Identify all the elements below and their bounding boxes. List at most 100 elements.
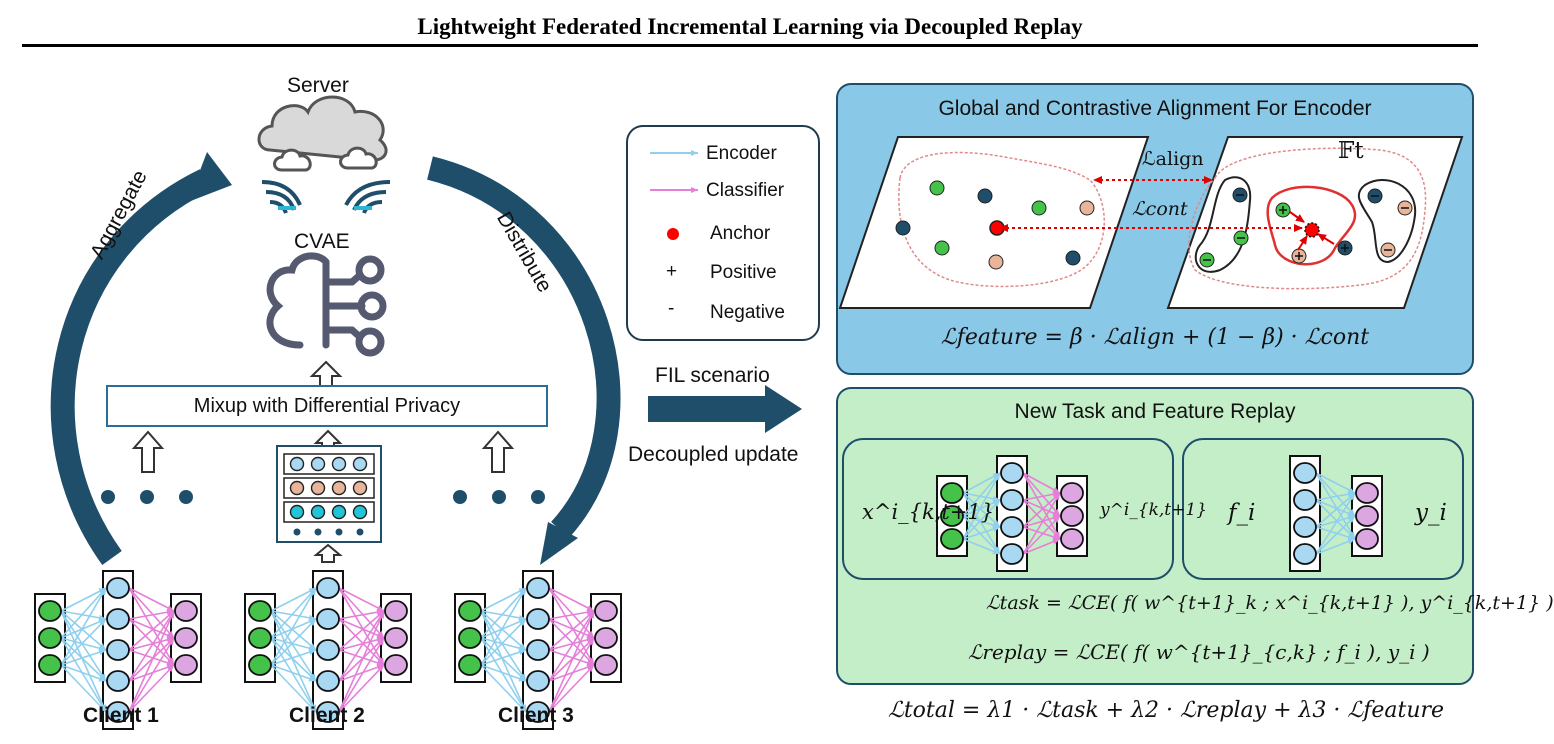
neuron-node xyxy=(526,608,550,630)
classifier-edge xyxy=(548,587,595,666)
fil-scenario-label: FIL scenario xyxy=(655,364,770,387)
encoder-edge xyxy=(1315,492,1356,528)
new-task-network xyxy=(936,455,1088,572)
classifier-edge xyxy=(548,610,595,682)
neuron-node xyxy=(458,627,482,649)
classifier-edge xyxy=(548,610,595,713)
classifier-edge xyxy=(128,587,175,666)
encoder-edge xyxy=(60,610,107,682)
classifier-edge xyxy=(128,618,175,666)
neuron-node xyxy=(248,654,272,676)
classifier-edge xyxy=(128,618,175,639)
neuron-node xyxy=(940,505,964,527)
mixed-sample-dot xyxy=(356,528,364,536)
server-cloud-icon xyxy=(257,95,388,172)
encoder-edge xyxy=(1315,472,1356,494)
classifier-edge xyxy=(128,610,175,651)
neuron-node xyxy=(316,608,340,630)
legend-negative-symbol: - xyxy=(668,298,675,319)
feature-space-label: 𝔽t xyxy=(1338,138,1364,164)
neuron-node xyxy=(316,670,340,692)
classifier-edge xyxy=(338,610,385,651)
encoder-edge xyxy=(60,649,107,666)
ellipsis-right xyxy=(453,490,545,504)
encoder-edge xyxy=(1315,515,1356,555)
encoder-edge xyxy=(270,618,317,666)
classifier-edge xyxy=(548,637,595,713)
classifier-edge xyxy=(128,587,175,612)
classifier-edge xyxy=(128,664,175,713)
client-3-label: Client 3 xyxy=(498,704,574,727)
negative-cluster-right xyxy=(1357,179,1417,264)
encoder-edge xyxy=(480,610,527,713)
global-panel-title: Global and Contrastive Alignment For Enc… xyxy=(938,97,1372,120)
feature-point xyxy=(929,180,945,196)
neuron-node xyxy=(248,627,272,649)
classifier-edge xyxy=(1022,472,1061,540)
mixed-sample-dot xyxy=(352,456,368,472)
mixed-sample-dot xyxy=(289,480,305,496)
positive-cluster xyxy=(1266,185,1357,266)
neuron-node xyxy=(106,701,130,723)
encoder-edge xyxy=(60,664,107,682)
wireless-waves-icon xyxy=(261,180,391,214)
feature-point xyxy=(1065,250,1081,266)
feature-point xyxy=(895,220,911,236)
neuron-node xyxy=(384,600,408,622)
classifier-edge xyxy=(548,610,595,651)
l-cont-label: ℒcont xyxy=(1132,198,1188,220)
encoder-edge xyxy=(480,664,527,713)
aggregate-arrowhead xyxy=(188,152,232,202)
encoder-edge xyxy=(1315,472,1356,517)
encoder-edge xyxy=(60,610,107,651)
encoder-edge xyxy=(270,637,317,713)
encoder-edge xyxy=(60,587,107,612)
neuron-node xyxy=(174,654,198,676)
up-arrow-icon xyxy=(309,360,343,387)
neuron-node xyxy=(174,627,198,649)
feature-point xyxy=(934,240,950,256)
encoder-edge xyxy=(1315,499,1356,517)
neuron-node xyxy=(106,577,130,599)
classifier-edge xyxy=(1022,499,1061,517)
classifier-edge xyxy=(338,610,385,713)
classifier-edge xyxy=(338,664,385,713)
classifier-edge xyxy=(548,637,595,682)
legend-anchor-label: Anchor xyxy=(710,223,771,244)
aggregate-arrow xyxy=(50,169,211,565)
classifier-edge xyxy=(338,636,385,651)
encoder-edge xyxy=(480,618,527,666)
anchor-point xyxy=(989,220,1005,236)
mixed-sample-dot xyxy=(331,504,347,520)
encoder-edge xyxy=(60,637,107,652)
neuron-node xyxy=(1000,543,1024,565)
neuron-node xyxy=(1355,528,1379,550)
total-loss-formula: ℒtotal = λ1 · ℒtask + λ2 · ℒreplay + λ3 … xyxy=(888,698,1445,723)
client-network xyxy=(244,570,412,730)
feature-point xyxy=(1031,200,1047,216)
encoder-edge xyxy=(480,618,527,639)
legend-negative-label: Negative xyxy=(710,302,785,323)
mixup-label: Mixup with Differential Privacy xyxy=(193,395,461,417)
neuron-node xyxy=(316,701,340,723)
encoder-edge xyxy=(480,649,527,666)
neuron-node xyxy=(106,608,130,630)
classifier-edge xyxy=(548,664,595,713)
mixed-sample-dot xyxy=(289,456,305,472)
encoder-edge xyxy=(962,472,1001,517)
replay-panel-title: New Task and Feature Replay xyxy=(1014,400,1296,423)
classifier-edge xyxy=(338,609,385,620)
encoder-edge xyxy=(962,515,1001,528)
classifier-edge xyxy=(1022,472,1061,517)
classifier-edge xyxy=(128,649,175,666)
legend-anchor-dot xyxy=(667,228,679,240)
neuron-node xyxy=(1293,543,1317,565)
neuron-node xyxy=(1293,489,1317,511)
fil-scenario-arrow xyxy=(648,385,802,433)
classifier-edge xyxy=(548,587,595,612)
server-label: Server xyxy=(287,74,349,97)
neuron-node xyxy=(38,654,62,676)
neuron-node xyxy=(940,482,964,504)
mixed-sample-dot xyxy=(289,504,305,520)
encoder-edge xyxy=(962,492,1001,528)
